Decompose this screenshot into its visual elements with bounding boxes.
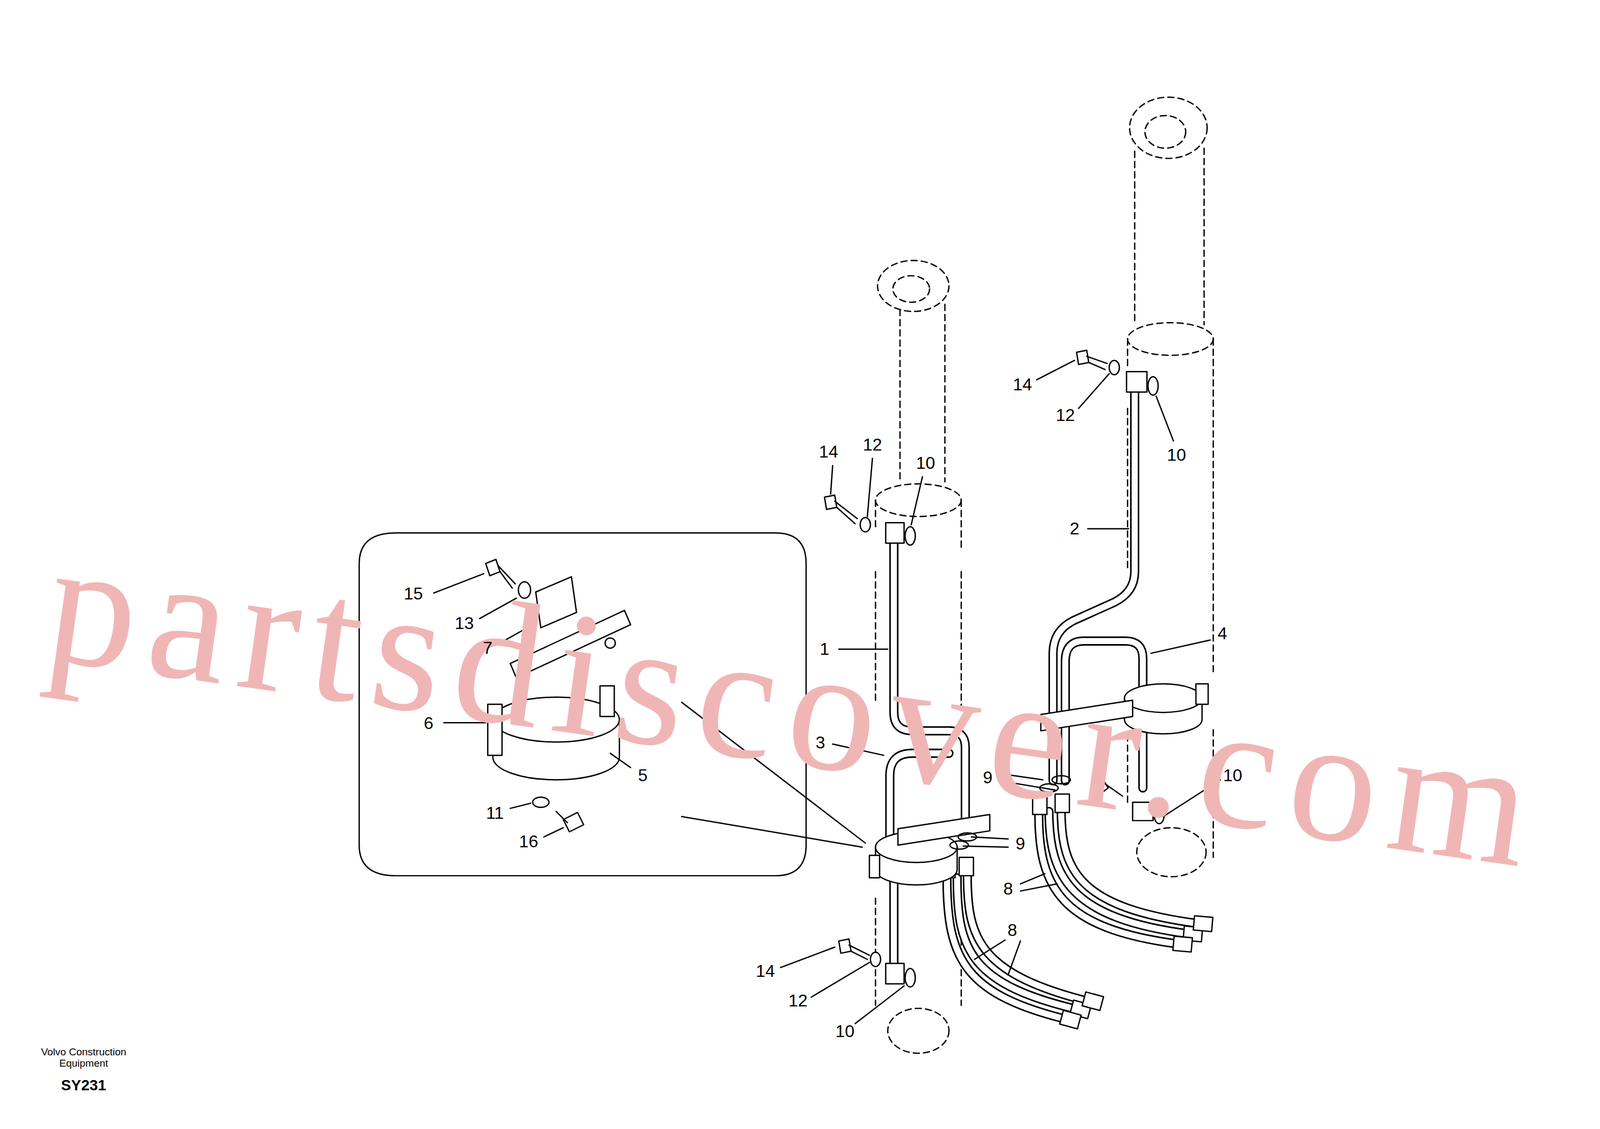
drawing-part <box>911 476 923 525</box>
callout-number: 11 <box>486 803 504 823</box>
drawing-part <box>1155 396 1174 442</box>
drawing-part <box>1203 148 1205 325</box>
callout-number: 2 <box>1069 519 1080 539</box>
drawing-part <box>681 816 863 848</box>
callout-number: 16 <box>518 832 539 852</box>
drawing-part <box>1129 97 1207 159</box>
drawing-part <box>824 495 838 510</box>
drawing-part <box>887 1008 949 1054</box>
drawing-part <box>854 986 904 1024</box>
drawing-part <box>1078 373 1110 409</box>
drawing-part <box>885 963 904 984</box>
drawing-part <box>874 500 876 531</box>
drawing-part <box>950 840 969 849</box>
callout-number: 8 <box>1007 920 1018 940</box>
drawing-part <box>890 869 897 965</box>
callout-number: 3 <box>815 733 826 753</box>
drawing-part <box>867 458 873 517</box>
callout-number: 14 <box>1012 375 1033 395</box>
drawing-part <box>1133 151 1135 325</box>
drawing-part <box>860 517 871 533</box>
drawing-part <box>1088 362 1105 370</box>
drawing-part <box>1020 873 1046 884</box>
drawing-part <box>532 797 549 808</box>
drawing-part <box>1212 339 1214 675</box>
drawing-part <box>780 947 835 968</box>
drawing-part <box>510 803 531 809</box>
callout-number: 12 <box>788 991 808 1011</box>
drawing-part <box>963 846 1009 848</box>
drawing-part <box>904 526 916 546</box>
drawing-part <box>870 952 881 967</box>
callout-number: 4 <box>1217 624 1228 644</box>
callout-number: 9 <box>1015 834 1026 854</box>
drawing-part <box>848 945 870 956</box>
callout-number: 8 <box>1003 879 1013 899</box>
drawing-part <box>875 483 961 517</box>
drawing-part <box>1020 883 1057 891</box>
callout-number: 10 <box>1223 766 1243 785</box>
drawing-part <box>974 939 1006 960</box>
drawing-part <box>899 309 901 483</box>
callout-number: 10 <box>835 1022 855 1041</box>
maker-note: Volvo Construction Equipment <box>30 1046 138 1070</box>
callout-number: 12 <box>862 435 883 455</box>
callout-number: 9 <box>982 768 993 788</box>
drawing-part <box>967 875 1092 1003</box>
drawing-part <box>851 951 868 960</box>
drawing-part <box>1082 991 1104 1011</box>
drawing-part <box>944 304 946 482</box>
drawing-part <box>811 962 870 998</box>
callout-number: 12 <box>1055 405 1076 425</box>
drawing-part <box>544 827 564 838</box>
drawing-part <box>893 275 930 303</box>
drawing-part <box>830 465 833 495</box>
drawing-part <box>1173 936 1193 952</box>
callout-number: 5 <box>638 766 648 785</box>
drawing-part <box>1126 371 1147 392</box>
drawing-part <box>1076 350 1089 365</box>
drawing-part <box>960 500 962 552</box>
callout-number: 14 <box>818 442 839 462</box>
drawing-part <box>904 968 916 988</box>
watermark: partsdiscover.com <box>38 511 1554 897</box>
figure-code: SY231 <box>61 1077 107 1095</box>
drawing-part <box>869 855 880 878</box>
callout-number: 6 <box>423 713 434 733</box>
drawing-part <box>1126 408 1128 573</box>
drawing-part <box>1126 339 1128 368</box>
drawing-part <box>836 507 855 524</box>
drawing-part <box>1127 322 1213 356</box>
callout-number: 10 <box>916 453 936 473</box>
drawing-part <box>971 837 1009 840</box>
drawing-part <box>1145 115 1187 149</box>
drawing-part <box>1008 940 1021 975</box>
drawing-part <box>555 811 568 823</box>
callout-number: 15 <box>403 584 424 604</box>
callout-number: 7 <box>482 638 493 658</box>
drawing-part <box>838 939 852 954</box>
callout-number: 10 <box>1167 445 1187 465</box>
drawing-part <box>877 260 949 312</box>
drawing-part <box>1036 360 1075 380</box>
callout-number: 1 <box>819 639 830 659</box>
callout-number: 13 <box>454 613 475 633</box>
drawing-part <box>889 869 899 965</box>
drawing-part <box>959 857 974 876</box>
drawing-part <box>1193 915 1213 932</box>
callout-number: 14 <box>755 961 776 981</box>
drawing-part <box>1087 527 1129 530</box>
drawing-part <box>1109 360 1120 375</box>
cylinder-outline <box>875 97 1213 1054</box>
drawing-part <box>1147 376 1159 396</box>
drawing-part <box>1151 639 1211 654</box>
drawing-part <box>885 522 904 544</box>
drawing-part <box>1059 1010 1082 1030</box>
